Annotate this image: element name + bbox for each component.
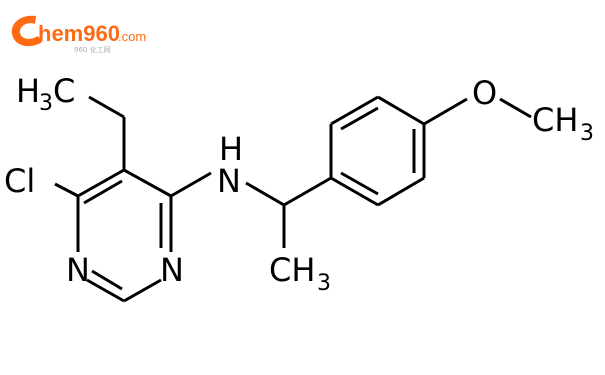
atom-h3c-c: C	[53, 72, 75, 110]
atom-n-ring-left: N	[66, 251, 90, 289]
bond-c5-c6-double	[83, 179, 123, 205]
atom-n-ring-right: N	[160, 251, 184, 289]
bond-ar-2	[330, 95, 379, 126]
atom-cl: Cl	[4, 162, 35, 200]
logo-suffix: .com	[118, 29, 146, 44]
logo-graphic: hem960 .com 960 化工网	[11, 15, 146, 54]
bond-n1-c2-double	[91, 269, 123, 291]
atom-h-amine: H	[219, 130, 243, 168]
bond-c6-cl	[54, 182, 79, 198]
atom-o: O	[472, 74, 497, 112]
chem960-logo: hem960 .com 960 化工网	[8, 10, 158, 54]
logo-text: hem960	[38, 21, 120, 46]
atom-n-amine: N	[217, 162, 241, 200]
bond-c4-nh	[170, 171, 212, 198]
atom-h3c-h: H	[16, 72, 40, 110]
bond-c5-c6	[77, 168, 125, 198]
bond-ethyl-1	[88, 95, 125, 119]
bond-ar-5	[377, 176, 425, 207]
atom-ch3-bottom-sub: 3	[317, 271, 331, 296]
bond-nh-ch	[245, 181, 285, 207]
bond-ar-6	[330, 176, 379, 207]
bond-c5-c4	[123, 168, 172, 198]
bond-ar-o	[423, 97, 468, 126]
bond-ar-6-double	[340, 171, 379, 196]
atom-ch3-bottom: CH	[269, 251, 315, 289]
bond-ar-2-double	[340, 106, 379, 131]
bond-ar-3	[377, 95, 425, 126]
bond-ch-aryl	[283, 176, 332, 207]
bond-c2-n3	[123, 278, 162, 303]
logo-small-text: 960 化工网	[74, 45, 111, 54]
atom-ch3-right: CH	[532, 101, 578, 139]
logo-c-shape	[11, 15, 42, 47]
bond-o-ch3	[499, 97, 532, 119]
atom-ch3-right-sub: 3	[580, 121, 594, 146]
atom-h3c-sub: 3	[39, 91, 53, 116]
bond-n1-c2	[86, 278, 125, 303]
